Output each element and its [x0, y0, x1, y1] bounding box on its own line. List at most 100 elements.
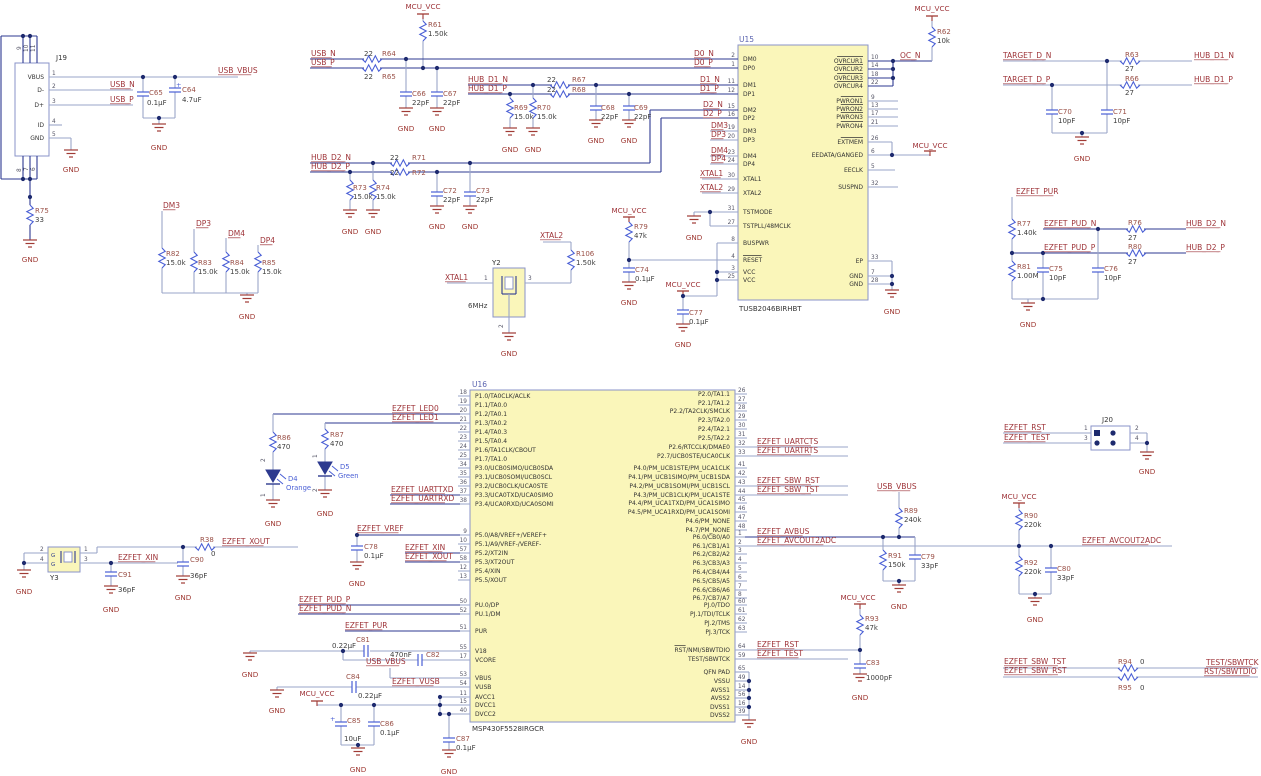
net-label: EZFET_VUSB [392, 677, 440, 686]
net-label: DM3 [711, 121, 728, 130]
junction-dot [530, 82, 536, 88]
pin-number: 20 [460, 408, 468, 414]
pin-label: P1.6/TA1CLK/CBOUT [475, 447, 536, 454]
value-label: 0.22µF [358, 692, 382, 700]
value-label: 22pF [601, 113, 618, 121]
pin-number: 61 [738, 608, 746, 614]
ref-designator: R68 [572, 86, 586, 94]
net-label: HUB_D1_N [468, 75, 508, 84]
ref-designator: R64 [382, 50, 396, 58]
value-label: 22pF [476, 196, 493, 204]
junction-dot [626, 91, 632, 97]
ref-designator: C91 [118, 571, 132, 579]
pin-number: 1 [484, 276, 488, 282]
gnd-label: GND [501, 349, 518, 358]
net-label: USB_VBUS [218, 66, 258, 75]
junction-dot [347, 169, 353, 175]
gnd-label: GND [269, 706, 286, 715]
net-label: USB_VBUS [366, 657, 406, 666]
pin-number: 27 [738, 397, 746, 403]
value-label: 22pF [443, 196, 460, 204]
net-label: DP4 [260, 236, 275, 245]
pin-label: GND [849, 273, 863, 280]
pin-number: 12 [460, 565, 468, 571]
pin-number: 13 [871, 103, 879, 109]
power-label: MCU_VCC [405, 2, 440, 11]
junction-dot [626, 257, 632, 263]
gnd-label: GND [398, 124, 415, 133]
resistor-symbol [157, 247, 167, 269]
pin-number: 2 [261, 458, 267, 462]
pin-number: 10 [871, 55, 879, 61]
pin-label: P5.3/XT2OUT [475, 559, 515, 566]
junction-dot [1009, 250, 1015, 256]
pin-number: 37 [460, 489, 468, 495]
pin-number: 65 [738, 666, 746, 672]
value-label: 33pF [921, 562, 938, 570]
ref-designator: C73 [476, 187, 490, 195]
net-label: EZFET_PUD_P [299, 595, 351, 604]
ref-designator: R76 [1128, 219, 1142, 227]
ref-designator: C90 [190, 556, 204, 564]
pin-label: TSTMODE [742, 209, 773, 216]
junction-dot [355, 742, 361, 748]
junction-dot [354, 532, 360, 538]
pin-label: P5.2/XT2IN [475, 550, 508, 557]
value-label: 22 [547, 86, 556, 94]
resistor-symbol [345, 179, 355, 201]
pin-number: 58 [460, 556, 468, 562]
gnd-label: GND [317, 509, 334, 518]
ref-designator: R75 [35, 207, 49, 215]
pin-label: PJ.2/TMS [704, 620, 730, 627]
value-label: 1.40k [1017, 229, 1038, 237]
junction-dot [1016, 543, 1022, 549]
ref-designator: R77 [1017, 220, 1031, 228]
pin-number: 1 [52, 71, 56, 77]
value-label: 10k [937, 37, 951, 45]
pin-label: PU.1/DM [475, 611, 501, 618]
pin-label: DM1 [743, 82, 757, 89]
value-label: 0.1µF [689, 318, 709, 326]
pin-label: EECLK [844, 167, 864, 174]
pin-label: DM0 [743, 56, 757, 63]
junction-dot [1048, 543, 1054, 549]
pin-number: 14 [871, 63, 879, 69]
resistor-symbol [320, 428, 330, 450]
pin-label: VBUS [475, 675, 492, 682]
pin-number: 17 [460, 654, 468, 660]
pin-number: 22 [871, 80, 879, 86]
u15-body [737, 44, 869, 301]
junction-dot [446, 711, 452, 717]
pin-label: P6.7/CB7/A7 [693, 595, 730, 602]
gnd-label: GND [621, 136, 638, 145]
ref-designator: R63 [1125, 51, 1139, 59]
ref-designator: R61 [428, 21, 442, 29]
pin-number: 3 [52, 99, 56, 105]
value-label: 220k [1024, 521, 1042, 529]
led-arrow-icon [276, 478, 284, 485]
pin-number: 3 [731, 266, 735, 272]
pin-number: 29 [728, 187, 736, 193]
component-name: MSP430F5528IRGCR [472, 725, 544, 733]
pin-number: 5 [871, 164, 875, 170]
value-label: 27 [1125, 65, 1134, 73]
pin-label: P3.1/UCB0SOMI/UCB0SCL [475, 474, 553, 481]
ref-designator: R95 [1118, 684, 1132, 692]
pin-number: 30 [728, 173, 736, 179]
pin-number: 6 [871, 149, 875, 155]
led-arrow-icon [328, 470, 336, 477]
pin-number: 12 [728, 88, 736, 94]
net-label: D1_P [700, 84, 719, 93]
value-label: 36pF [190, 572, 207, 580]
net-label: XTAL2 [700, 183, 723, 192]
pin-number: 62 [738, 617, 746, 623]
pin-number: 33 [738, 450, 746, 456]
pin-label: DP3 [743, 137, 755, 144]
junction-dot [857, 647, 863, 653]
pin-number: 31 [728, 206, 736, 212]
power-label: MCU_VCC [914, 4, 949, 13]
net-label: EZFET_XOUT [222, 537, 270, 546]
ref-designator: R38 [200, 536, 214, 544]
pin-label: DVCC1 [475, 702, 496, 709]
